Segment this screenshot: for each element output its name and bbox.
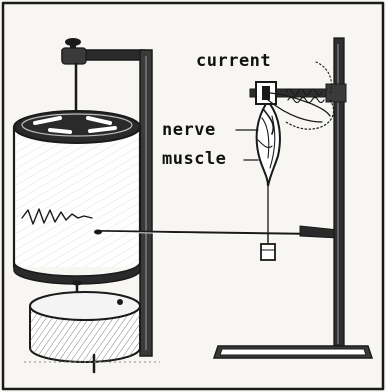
muscle-label: muscle xyxy=(162,149,226,169)
arm-clamp xyxy=(62,48,86,64)
smoked-drum xyxy=(14,111,140,284)
current-label: current xyxy=(196,51,271,71)
nerve-label: nerve xyxy=(162,120,216,140)
